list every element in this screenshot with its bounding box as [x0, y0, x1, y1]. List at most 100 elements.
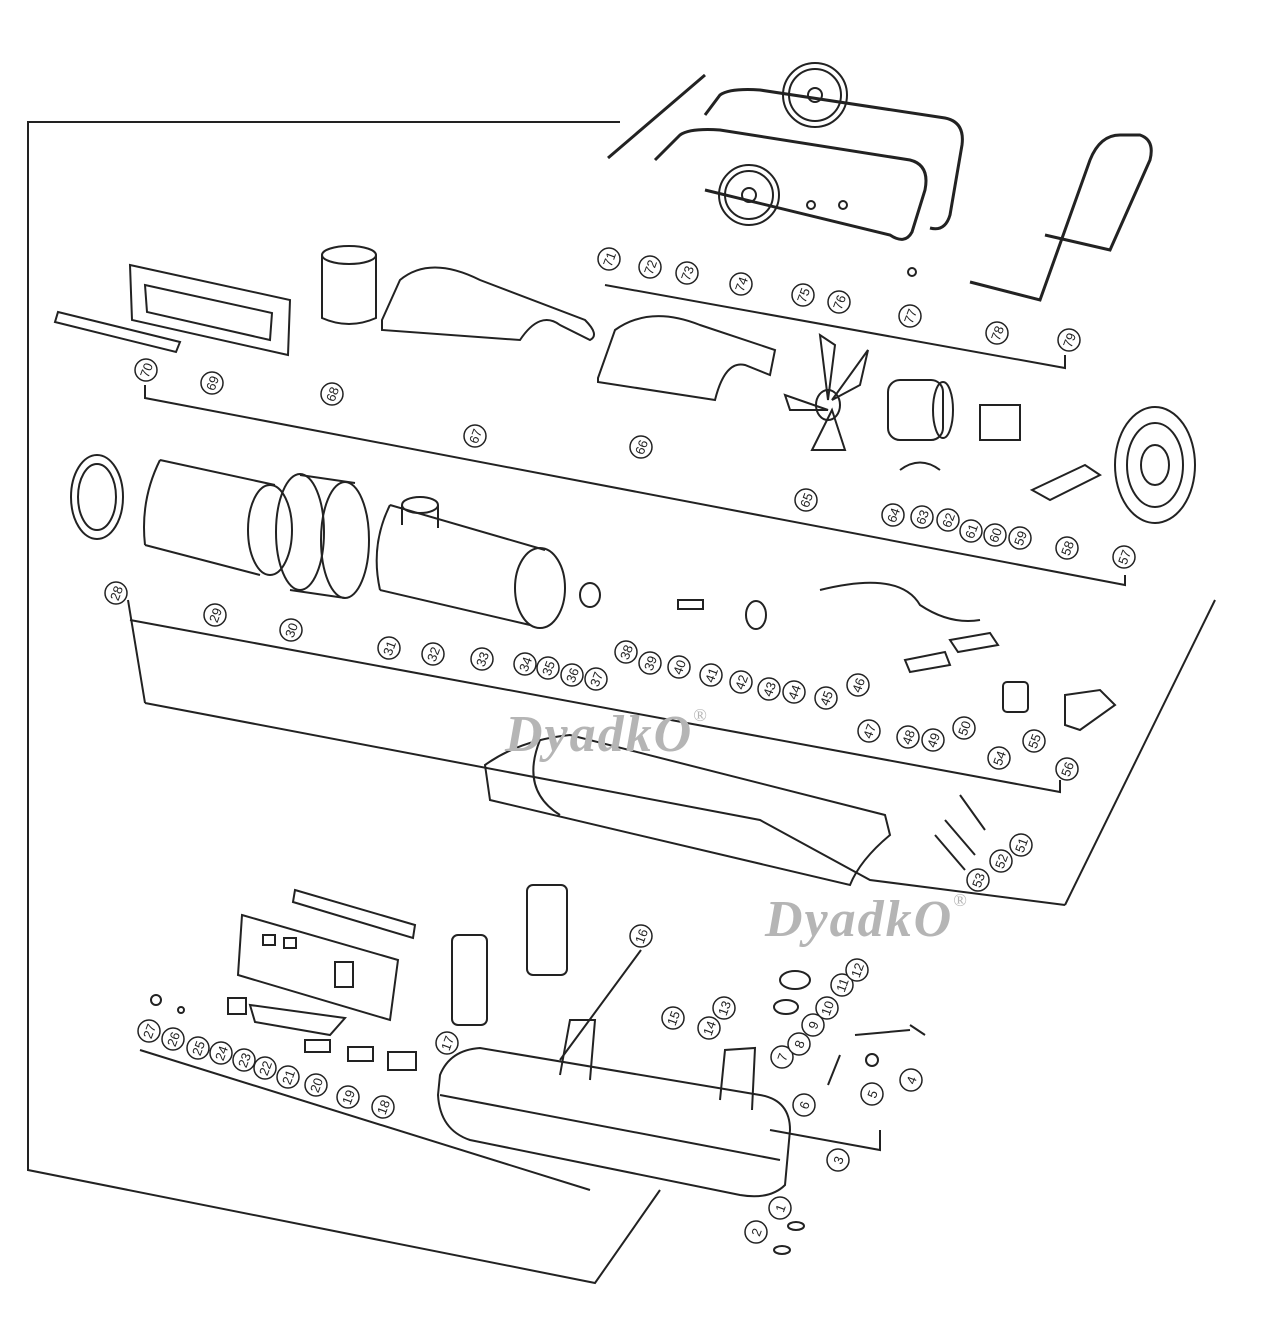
handle-rod: [607, 73, 706, 160]
sensor: [827, 1054, 841, 1086]
leader-chain-row3: [129, 619, 1061, 794]
side-panel: [128, 263, 292, 357]
control-panel: [236, 913, 400, 1022]
callout-circle: [336, 1085, 360, 1109]
nozzle-ring: [70, 454, 124, 540]
callout-circle: [744, 1220, 768, 1244]
callout-36: 36: [560, 663, 584, 687]
callout-number: 28: [107, 584, 126, 603]
callout-number: 78: [988, 324, 1007, 343]
fan-blade: [783, 332, 869, 451]
leader: [559, 949, 642, 1061]
callout-circle: [629, 924, 653, 948]
callout-number: 74: [732, 275, 751, 294]
drain-washer: [773, 1245, 791, 1255]
callout-49: 49: [921, 728, 945, 752]
callout-45: 45: [814, 686, 838, 710]
callout-circle: [936, 508, 960, 532]
callout-number: 30: [282, 621, 301, 640]
cylinder-ring: [275, 473, 370, 599]
upper-shell-front: [597, 315, 777, 402]
callout-number: 20: [307, 1076, 326, 1095]
callout-number: 67: [466, 427, 485, 446]
callout-1: 1: [768, 1196, 792, 1220]
callout-number: 42: [732, 673, 751, 692]
callout-number: 53: [969, 871, 988, 890]
callout-39: 39: [638, 651, 662, 675]
circuit-board: [347, 1046, 374, 1062]
callout-number: 33: [473, 650, 492, 669]
callout-number: 54: [990, 749, 1009, 768]
callout-19: 19: [336, 1085, 360, 1109]
watermark-mark: ®: [693, 705, 709, 725]
watermark-2: DyadkO®: [765, 890, 969, 949]
callout-number: 14: [700, 1019, 719, 1038]
callout-circle: [983, 523, 1007, 547]
callout-circle: [667, 655, 691, 679]
callout-number: 69: [203, 374, 222, 393]
callout-circle: [470, 647, 494, 671]
callout-circle: [987, 746, 1011, 770]
callout-number: 65: [797, 491, 816, 510]
callout-15: 15: [661, 1006, 685, 1030]
callout-number: 15: [664, 1009, 683, 1028]
callout-circle: [661, 1006, 685, 1030]
callout-circle: [1055, 757, 1079, 781]
callout-circle: [921, 728, 945, 752]
callout-2: 2: [744, 1220, 768, 1244]
callout-circle: [757, 677, 781, 701]
callout-circle: [1057, 328, 1081, 352]
callout-circle: [814, 686, 838, 710]
assembly-frame-mid: [144, 702, 1066, 906]
callout-31: 31: [377, 636, 401, 660]
callout-27: 27: [137, 1019, 161, 1043]
callout-53: 53: [966, 868, 990, 892]
callout-number: 10: [818, 999, 837, 1018]
callout-number: 39: [641, 654, 660, 673]
upper-shell-rear: [381, 266, 595, 342]
callout-51: 51: [1009, 833, 1033, 857]
callout-circle: [560, 663, 584, 687]
callout-circle: [782, 680, 806, 704]
callout-13: 13: [712, 996, 736, 1020]
callout-circle: [1008, 526, 1032, 550]
nozzle: [677, 599, 704, 610]
callout-20: 20: [304, 1073, 328, 1097]
callout-71: 71: [597, 247, 621, 271]
callout-circle: [675, 261, 699, 285]
callout-circle: [638, 255, 662, 279]
callout-circle: [826, 1148, 850, 1172]
callout-number: 44: [785, 683, 804, 702]
fuel-cap: [773, 970, 811, 1015]
callout-number: 57: [1115, 548, 1134, 567]
callout-29: 29: [203, 603, 227, 627]
callout-number: 63: [913, 508, 932, 527]
knob: [150, 994, 162, 1006]
callout-number: 29: [206, 606, 225, 625]
gasket-1: [526, 884, 568, 976]
callout-6: 6: [792, 1093, 816, 1117]
callout-number: 31: [380, 639, 399, 658]
nut: [838, 200, 848, 210]
screw: [177, 1006, 185, 1014]
callout-58: 58: [1055, 536, 1079, 560]
callout-7: 7: [770, 1045, 794, 1069]
callout-number: 72: [641, 258, 660, 277]
callout-46: 46: [846, 673, 870, 697]
leader-chain-row2: [144, 385, 1126, 587]
top-bar: [291, 888, 417, 940]
callout-9: 9: [801, 1013, 825, 1037]
motor: [887, 379, 954, 471]
callout-number: 17: [438, 1034, 457, 1053]
drain-plug: [787, 1221, 805, 1231]
callout-circle: [896, 725, 920, 749]
callout-circle: [787, 1032, 811, 1056]
ignition-unit: [1002, 681, 1029, 713]
callout-number: 18: [374, 1098, 393, 1117]
assembly-frame-right: [1064, 599, 1216, 906]
callout-circle: [614, 640, 638, 664]
callout-circle: [584, 667, 608, 691]
callout-number: 46: [849, 676, 868, 695]
callout-60: 60: [983, 523, 1007, 547]
